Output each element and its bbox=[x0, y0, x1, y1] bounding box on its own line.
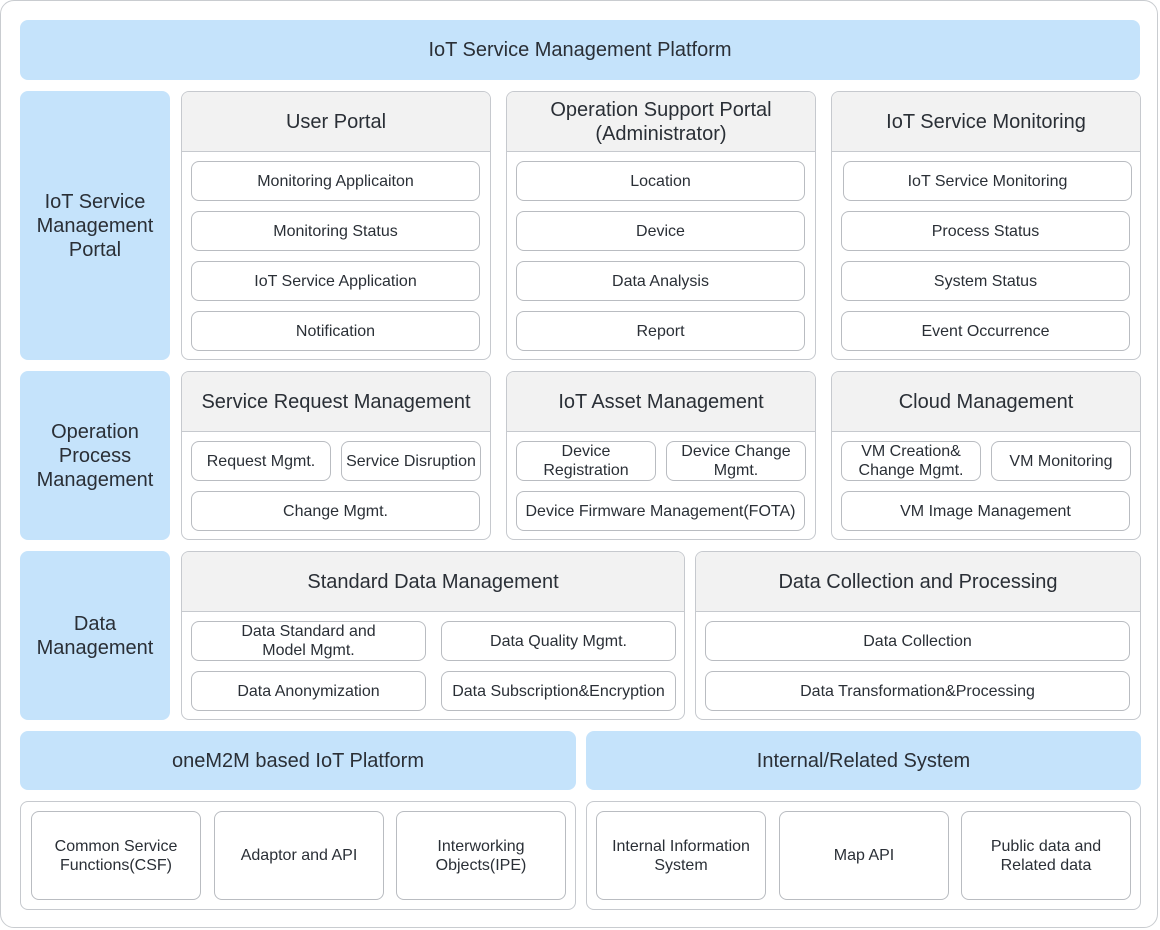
asset-item: Device Firmware Management(FOTA) bbox=[516, 491, 805, 531]
onem2m-platform-label: oneM2M based IoT Platform bbox=[20, 731, 576, 790]
standard-data-title: Standard Data Management bbox=[182, 552, 684, 612]
cloud-item: VM Creation& Change Mgmt. bbox=[841, 441, 981, 481]
user-portal-title: User Portal bbox=[182, 92, 490, 152]
service-request-item: Service Disruption bbox=[341, 441, 481, 481]
cloud-item: VM Monitoring bbox=[991, 441, 1131, 481]
onem2m-item: Common Service Functions(CSF) bbox=[31, 811, 201, 900]
data-collection-item: Data Transformation&Processing bbox=[705, 671, 1130, 711]
cloud-title: Cloud Management bbox=[832, 372, 1140, 432]
service-monitoring-item: IoT Service Monitoring bbox=[843, 161, 1132, 201]
standard-data-item: Data Anonymization bbox=[191, 671, 426, 711]
operation-support-item: Report bbox=[516, 311, 805, 351]
operation-support-item: Device bbox=[516, 211, 805, 251]
internal-item: Public data and Related data bbox=[961, 811, 1131, 900]
standard-data-item: Data Quality Mgmt. bbox=[441, 621, 676, 661]
operation-label: Operation Process Management bbox=[20, 371, 170, 540]
service-request-title: Service Request Management bbox=[182, 372, 490, 432]
service-monitoring-item: Process Status bbox=[841, 211, 1130, 251]
platform-title: IoT Service Management Platform bbox=[20, 20, 1140, 80]
onem2m-item: Adaptor and API bbox=[214, 811, 384, 900]
operation-support-item: Data Analysis bbox=[516, 261, 805, 301]
user-portal-item: IoT Service Application bbox=[191, 261, 480, 301]
operation-support-item: Location bbox=[516, 161, 805, 201]
internal-item: Internal Information System bbox=[596, 811, 766, 900]
user-portal-item: Monitoring Status bbox=[191, 211, 480, 251]
internal-item: Map API bbox=[779, 811, 949, 900]
data-management-label: Data Management bbox=[20, 551, 170, 720]
internal-system-label: Internal/Related System bbox=[586, 731, 1141, 790]
service-monitoring-item: System Status bbox=[841, 261, 1130, 301]
service-request-item: Change Mgmt. bbox=[191, 491, 480, 531]
service-request-item: Request Mgmt. bbox=[191, 441, 331, 481]
asset-title: IoT Asset Management bbox=[507, 372, 815, 432]
user-portal-item: Monitoring Applicaiton bbox=[191, 161, 480, 201]
data-collection-title: Data Collection and Processing bbox=[696, 552, 1140, 612]
service-monitoring-title: IoT Service Monitoring bbox=[832, 92, 1140, 152]
data-collection-item: Data Collection bbox=[705, 621, 1130, 661]
cloud-item: VM Image Management bbox=[841, 491, 1130, 531]
service-monitoring-item: Event Occurrence bbox=[841, 311, 1130, 351]
asset-item: Device Registration bbox=[516, 441, 656, 481]
standard-data-item: Data Subscription&Encryption bbox=[441, 671, 676, 711]
operation-support-title: Operation Support Portal (Administrator) bbox=[507, 92, 815, 152]
user-portal-item: Notification bbox=[191, 311, 480, 351]
standard-data-item: Data Standard and Model Mgmt. bbox=[191, 621, 426, 661]
onem2m-item: Interworking Objects(IPE) bbox=[396, 811, 566, 900]
portal-label: IoT Service Management Portal bbox=[20, 91, 170, 360]
asset-item: Device Change Mgmt. bbox=[666, 441, 806, 481]
